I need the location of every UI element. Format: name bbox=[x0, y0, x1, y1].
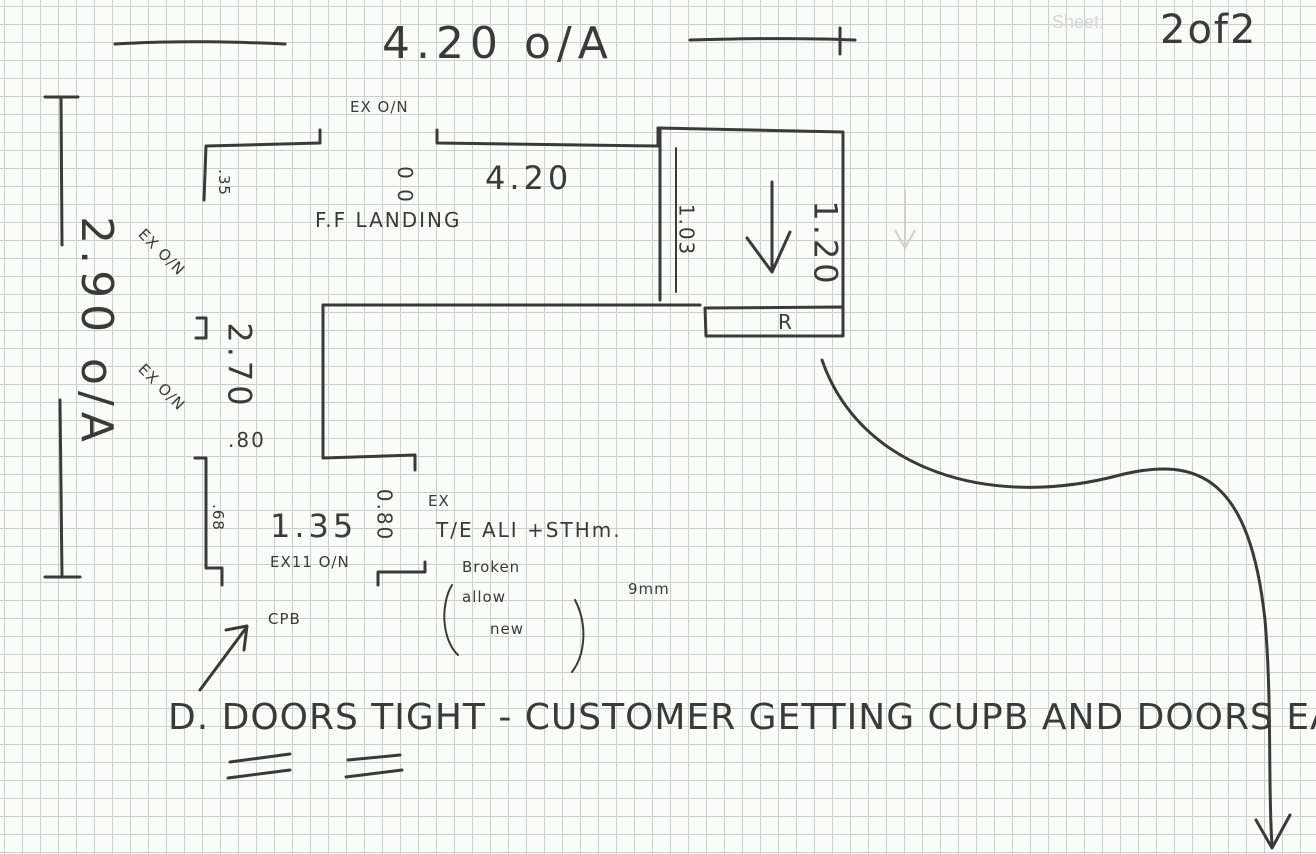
door-top-label: EX O/N bbox=[350, 98, 409, 116]
width-dimension-line-left bbox=[113, 40, 287, 46]
wall-lower-left bbox=[193, 456, 224, 587]
wall-top-left bbox=[202, 128, 322, 202]
bottom-width-label: 1.35 bbox=[270, 507, 358, 545]
stair-arrow-head bbox=[745, 230, 792, 274]
stair-width-label: 1.20 bbox=[806, 200, 845, 288]
allow-note: allow bbox=[462, 588, 506, 606]
underline-2a bbox=[346, 753, 402, 762]
dimension-35: .35 bbox=[214, 169, 233, 196]
room-label: F.F LANDING bbox=[315, 208, 462, 232]
new-note: new bbox=[490, 620, 525, 638]
dimension-68: .68 bbox=[208, 504, 227, 531]
overall-height-label: 2.90 o/A bbox=[70, 216, 122, 448]
faint-arrow-head bbox=[894, 229, 916, 251]
rail-box bbox=[703, 305, 845, 338]
height-dimension-line-bottom bbox=[58, 398, 64, 579]
dimension-bottom-80: 0.80 bbox=[372, 488, 397, 542]
stair-well-opening bbox=[321, 303, 702, 472]
broken-note: Broken bbox=[462, 558, 521, 576]
cpb-arrow-head bbox=[224, 624, 249, 652]
curved-pointer-head bbox=[1254, 813, 1292, 850]
footer-note: D. DOORS TIGHT - CUSTOMER GETTING CUPB A… bbox=[168, 697, 1316, 738]
cpb-label: CPB bbox=[268, 610, 301, 628]
wall-lower-right bbox=[376, 560, 427, 587]
stair-depth-label: 1.03 bbox=[674, 203, 699, 257]
underline-1a bbox=[228, 752, 292, 764]
thickness-note: 9mm bbox=[628, 580, 670, 598]
height-dimension-line-top bbox=[59, 95, 64, 247]
underline-1b bbox=[226, 768, 292, 780]
curved-pointer-line bbox=[820, 358, 1274, 847]
overall-width-label: 4.20 o/A bbox=[382, 18, 614, 69]
bracket-right bbox=[571, 599, 585, 673]
tile-ex-label: EX bbox=[428, 492, 450, 510]
rail-label: R bbox=[778, 310, 794, 334]
bracket-left bbox=[443, 584, 459, 656]
landing-width-label: 4.20 bbox=[485, 159, 573, 197]
cpb-arrow-shaft bbox=[198, 626, 248, 692]
door-bottom-label: EX11 O/N bbox=[270, 553, 350, 571]
sheet-label: Sheet: bbox=[1052, 12, 1105, 32]
room-dim-label: 0 0 bbox=[392, 166, 417, 204]
dimension-80: .80 bbox=[228, 428, 266, 452]
door-bracket-left bbox=[194, 316, 208, 340]
landing-height-label: 2.70 bbox=[220, 322, 259, 410]
width-dimension-line-right bbox=[688, 37, 857, 42]
sheet-number: 2of2 bbox=[1160, 7, 1258, 53]
tile-note: T/E ALI +STHm. bbox=[436, 518, 622, 542]
wall-top-right bbox=[435, 126, 845, 332]
underline-2b bbox=[344, 768, 404, 779]
